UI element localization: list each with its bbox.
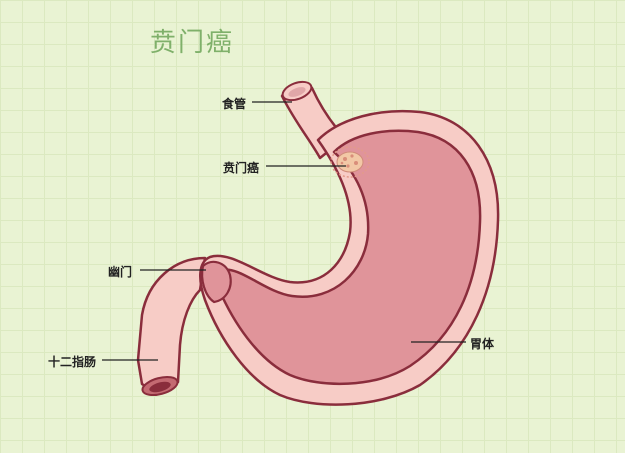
label-stomach-body: 胃体	[470, 337, 495, 351]
cardia-tumor	[336, 151, 364, 173]
diagram-title: 贲门癌	[150, 28, 235, 58]
cardia-tumor-halo	[330, 146, 370, 178]
label-cardia-cancer: 贲门癌	[223, 161, 260, 175]
duodenum-tube	[136, 256, 207, 391]
stomach-inner-wall	[216, 129, 482, 386]
label-pylorus: 幽门	[108, 265, 133, 279]
label-esophagus: 食管	[222, 97, 247, 111]
pylorus-bulge	[201, 260, 232, 304]
label-duodenum: 十二指肠	[48, 355, 97, 369]
